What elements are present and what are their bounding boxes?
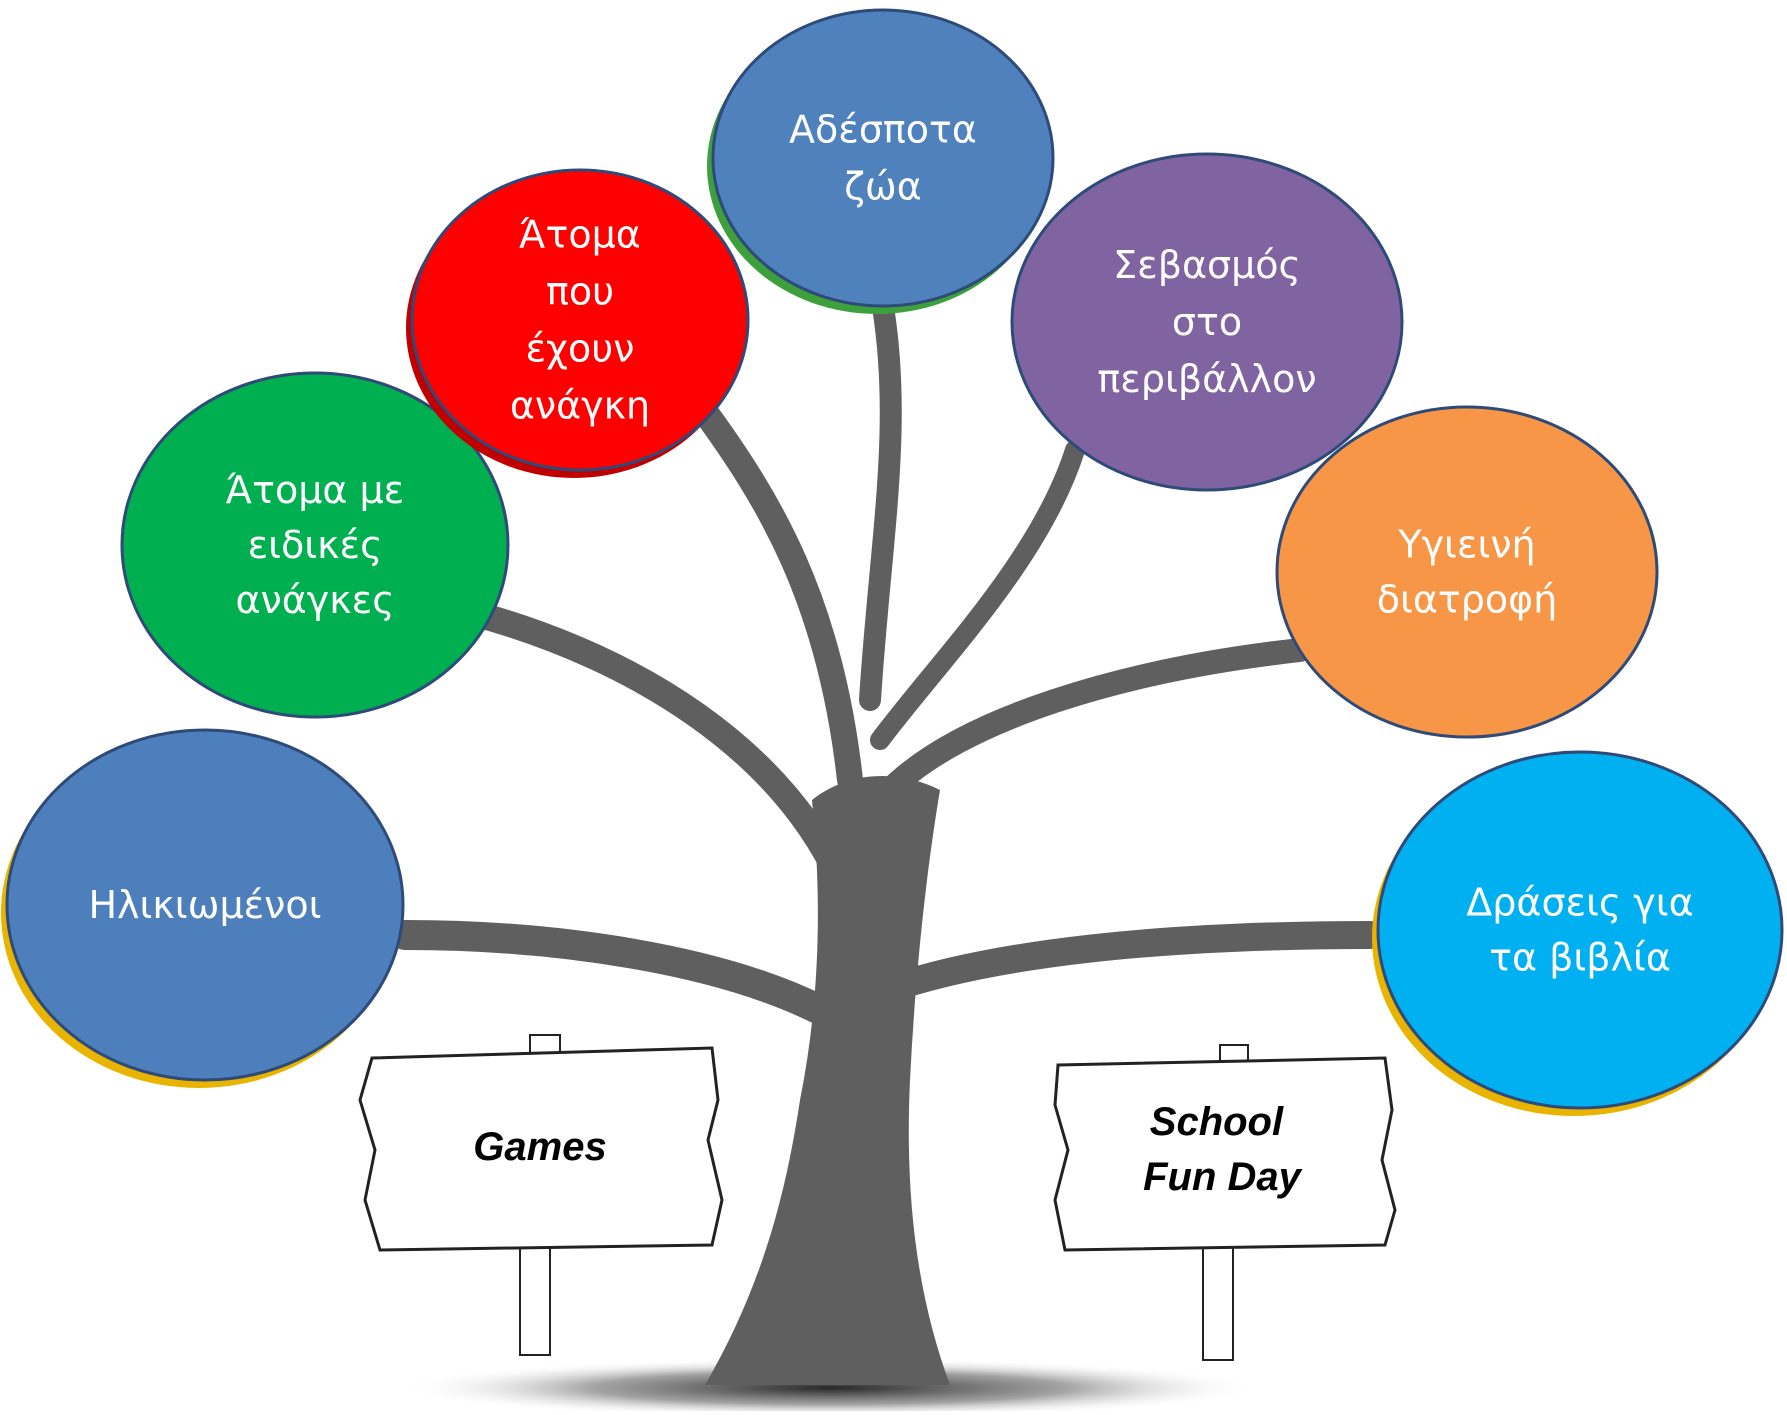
topic-label-line: Υγιεινή xyxy=(1397,523,1535,567)
topic-label: Ηλικιωμένοι xyxy=(88,883,321,927)
topic-label-line: Αδέσποτα xyxy=(789,108,977,152)
branch-upper-left xyxy=(687,392,863,793)
branch-top xyxy=(859,279,902,711)
branch-left-mid xyxy=(467,602,853,893)
topic-circle-shape xyxy=(120,371,510,719)
topic-label-line: που xyxy=(546,270,614,314)
topic-circle-ilikiomenoi: Ηλικιωμένοι xyxy=(1,728,405,1088)
sign-school-fun-day: School Fun Day xyxy=(1053,1044,1397,1361)
topic-circle-ygieini-diatrofi: Υγιεινή διατροφή xyxy=(1275,405,1659,739)
sign-school-post xyxy=(1202,1239,1234,1361)
topic-label: Σεβασμός στο περιβάλλον xyxy=(1097,243,1316,401)
tree-branches xyxy=(390,279,1384,1025)
topic-circle-shape xyxy=(5,728,405,1082)
topic-circle-eidikes-anagkes: Άτομα με ειδικές ανάγκες xyxy=(120,371,510,719)
topic-label-line: έχουν xyxy=(526,327,635,371)
topic-label: Άτομα με ειδικές ανάγκες xyxy=(226,468,404,622)
topic-label: Δράσεις για τα βιβλία xyxy=(1466,881,1693,980)
sign-games-post xyxy=(519,1244,551,1356)
branch-right-low xyxy=(846,921,1384,1014)
topic-circle-shape xyxy=(1010,152,1404,492)
topic-circle-shape xyxy=(410,168,750,472)
sign-games: Games xyxy=(358,1034,724,1356)
branch-upper-right xyxy=(870,440,1085,750)
topic-circle-shape xyxy=(1376,750,1784,1110)
topic-label-line: ζώα xyxy=(844,165,922,209)
branch-left-low xyxy=(390,920,835,1025)
tree-trunk xyxy=(705,776,950,1385)
topic-label-line: στο xyxy=(1172,300,1242,344)
topic-circle-shape xyxy=(1275,405,1659,739)
topic-circle-adespota-zoa: Αδέσποτα ζώα xyxy=(707,8,1055,314)
sign-school-label: School Fun Day xyxy=(1143,1100,1303,1199)
topic-label: Αδέσποτα ζώα xyxy=(789,108,977,209)
topic-label-line: περιβάλλον xyxy=(1097,357,1316,401)
topic-label-line: Άτομα με xyxy=(226,468,404,512)
sign-games-board xyxy=(358,1046,724,1252)
topic-label: Υγιεινή διατροφή xyxy=(1377,523,1558,622)
sign-games-label: Games xyxy=(473,1125,606,1169)
topic-circles: Ηλικιωμένοι Άτομα με ειδικές ανάγκες Άτομα πο… xyxy=(1,8,1784,1116)
topic-label: Άτομα που έχουν ανάγκη xyxy=(510,213,650,428)
ground-shadow xyxy=(400,1358,1260,1415)
sign-school-board xyxy=(1053,1056,1397,1252)
sign-games-line: Games xyxy=(473,1125,606,1169)
topic-circle-draseis-vivlia: Δράσεις για τα βιβλία xyxy=(1372,750,1784,1116)
sign-school-line-2: Fun Day xyxy=(1143,1155,1303,1199)
branch-right-mid xyxy=(878,638,1312,802)
topic-label-line: Ηλικιωμένοι xyxy=(88,883,321,927)
topic-label-line: τα βιβλία xyxy=(1489,936,1671,980)
sign-games-nail xyxy=(529,1034,561,1054)
topic-circle-shape xyxy=(711,8,1055,308)
topic-label-line: ανάγκη xyxy=(510,384,650,428)
topic-label-line: διατροφή xyxy=(1377,578,1558,622)
sign-school-line-1: School xyxy=(1150,1100,1284,1144)
topic-circle-atoma-anagki: Άτομα που έχουν ανάγκη xyxy=(406,168,750,478)
topic-label-line: Άτομα xyxy=(519,213,641,257)
topic-label-line: ειδικές xyxy=(248,523,383,567)
topic-label-line: Δράσεις για xyxy=(1466,881,1693,925)
topic-label-line: ανάγκες xyxy=(235,578,394,622)
topic-label-line: Σεβασμός xyxy=(1113,243,1301,287)
topic-circle-sevasmos-perivallon: Σεβασμός στο περιβάλλον xyxy=(1010,152,1404,492)
